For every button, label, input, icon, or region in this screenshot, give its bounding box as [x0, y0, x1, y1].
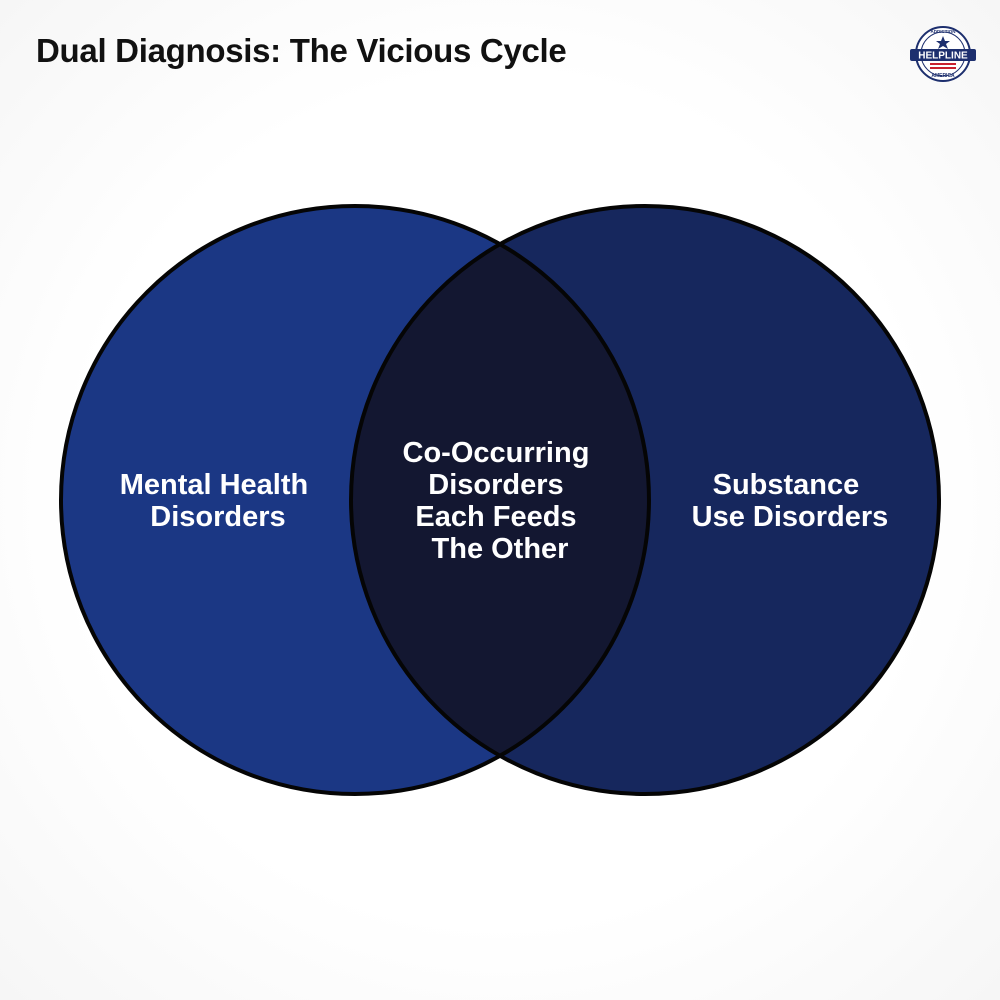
logo-main-text: HELPLINE — [918, 51, 968, 62]
helpline-america-logo: HELPLINE AMERICA ADDICTION — [910, 26, 976, 82]
substance-use-label: Substance Use Disorders — [692, 469, 889, 533]
substance-use-label-line-1: Substance — [713, 469, 860, 501]
logo-top-text: ADDICTION — [931, 29, 956, 34]
co-occurring-label-line-4: The Other — [432, 533, 569, 565]
mental-health-label-line-2: Disorders — [150, 501, 285, 533]
co-occurring-label-line-1: Co-Occurring — [403, 437, 590, 469]
co-occurring-label: Co-Occurring Disorders Each Feeds The Ot… — [403, 437, 598, 565]
mental-health-label: Mental Health Disorders — [120, 469, 317, 533]
co-occurring-label-line-3: Each Feeds — [415, 501, 576, 533]
logo-star-icon — [936, 36, 950, 49]
logo-stripe-2 — [930, 67, 956, 69]
mental-health-circle-outline — [59, 204, 651, 796]
logo-banner — [910, 49, 976, 61]
logo-bottom-text: AMERICA — [931, 73, 955, 79]
substance-use-circle-outline — [349, 204, 941, 796]
page-title: Dual Diagnosis: The Vicious Cycle — [36, 32, 567, 69]
substance-use-label-line-2: Use Disorders — [692, 501, 889, 533]
mental-health-label-line-1: Mental Health — [120, 469, 309, 501]
co-occurring-overlap — [351, 206, 649, 794]
logo-stripe-1 — [930, 63, 956, 65]
co-occurring-label-line-2: Disorders — [428, 469, 563, 501]
